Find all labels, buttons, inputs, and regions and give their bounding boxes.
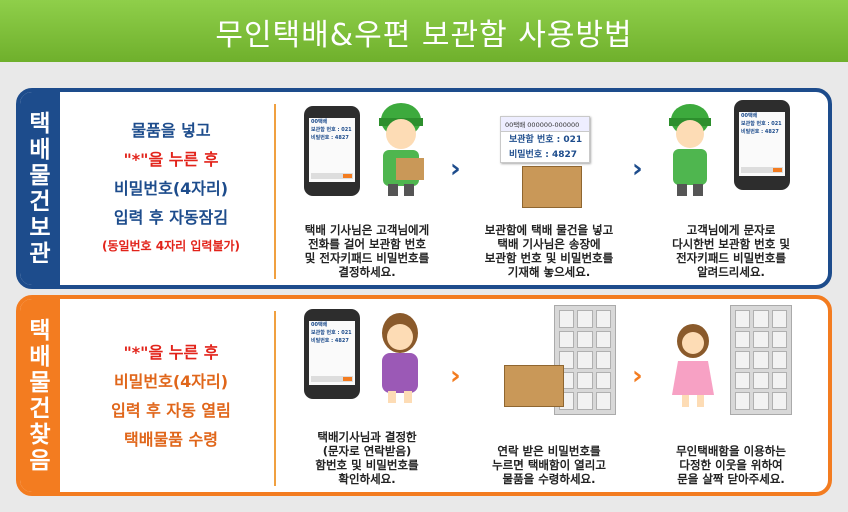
divider bbox=[274, 104, 276, 279]
delivery-man-icon bbox=[669, 104, 711, 196]
instruction-line: 물품을 넣고 bbox=[131, 121, 211, 140]
caption-line: 다정한 이웃을 위하여 bbox=[679, 458, 783, 472]
caption-line: 알려드리세요. bbox=[697, 265, 765, 279]
instruction-line: "*"을 누른 후 bbox=[123, 150, 219, 169]
title-banner: 무인택배&우편 보관함 사용방법 bbox=[0, 0, 848, 62]
phone-screen-text: 비밀번호 : 4827 bbox=[311, 135, 349, 141]
caption-line: 고객님에게 문자로 bbox=[686, 223, 776, 237]
instruction-line: (동일번호 4자리 입력불가) bbox=[101, 239, 241, 253]
side-char: 보 bbox=[29, 214, 51, 241]
caption-line: 기재해 놓으세요. bbox=[507, 265, 591, 279]
store-step-1: 00택배 보관함 번호 : 021 비밀번호 : 4827 택배 기사님은 고객… bbox=[282, 92, 452, 285]
phone-screen-text: 00택배 bbox=[311, 119, 328, 125]
arrow-right-icon: › bbox=[632, 154, 643, 184]
caption-line: 전화를 걸어 보관함 번호 bbox=[308, 237, 426, 251]
store-step-2: 00택배 000000-000000 보관함 번호 : 021 비밀번호 : 4… bbox=[464, 92, 634, 285]
delivery-man-icon bbox=[379, 103, 424, 196]
divider bbox=[274, 311, 276, 486]
girl-icon bbox=[672, 324, 714, 407]
side-char: 물 bbox=[29, 369, 51, 396]
waybill-locker-number: 보관함 번호 : 021 bbox=[509, 135, 583, 145]
phone-screen-text: 보관함 번호 : 021 bbox=[311, 330, 352, 336]
phone-illustration: 00택배 보관함 번호 : 021 비밀번호 : 4827 bbox=[734, 100, 790, 190]
caption-line: 함번호 및 비밀번호를 bbox=[315, 458, 419, 472]
phone-screen-text: 00택배 bbox=[311, 322, 328, 328]
side-char: 관 bbox=[29, 240, 51, 267]
phone-screen-text: 비밀번호 : 4827 bbox=[741, 129, 779, 135]
waybill-note: 00택배 000000-000000 보관함 번호 : 021 비밀번호 : 4… bbox=[500, 116, 590, 163]
side-char: 건 bbox=[29, 395, 51, 422]
side-char: 배 bbox=[29, 343, 51, 370]
caption-line: 다시한번 보관함 번호 및 bbox=[672, 237, 790, 251]
side-char: 음 bbox=[29, 447, 51, 474]
caption-line: 전자키패드 비밀번호를 bbox=[676, 251, 786, 265]
caption-line: 택배 기사님은 고객님에게 bbox=[304, 223, 430, 237]
phone-screen-text: 비밀번호 : 4827 bbox=[311, 338, 349, 344]
phone-screen-text: 보관함 번호 : 021 bbox=[311, 127, 352, 133]
instruction-line: 입력 후 자동잠김 bbox=[113, 208, 229, 227]
arrow-right-icon: › bbox=[450, 154, 461, 184]
caption-line: (문자로 연락받음) bbox=[322, 444, 412, 458]
side-char: 택 bbox=[29, 110, 51, 137]
instruction-line: 입력 후 자동 열림 bbox=[111, 400, 231, 420]
side-char: 물 bbox=[29, 162, 51, 189]
caption-line: 보관함 번호 및 비밀번호를 bbox=[484, 251, 614, 265]
locker-icon bbox=[554, 305, 616, 415]
caption-line: 택배 기사님은 송장에 bbox=[497, 237, 601, 251]
caption-line: 누르면 택배함이 열리고 bbox=[492, 458, 606, 472]
find-step-1: 00택배 보관함 번호 : 021 비밀번호 : 4827 택배기사님과 결정한… bbox=[282, 299, 452, 492]
instruction-line: 비밀번호(4자리) bbox=[113, 179, 229, 198]
side-char: 찾 bbox=[29, 421, 51, 448]
parcel-box-icon bbox=[504, 365, 564, 407]
waybill-header: 00택배 000000-000000 bbox=[501, 117, 589, 132]
caption-line: 연락 받은 비밀번호를 bbox=[497, 444, 601, 458]
arrow-right-icon: › bbox=[632, 361, 643, 391]
instruction-line: "*"을 누른 후 bbox=[123, 342, 219, 362]
parcel-box-icon bbox=[522, 166, 582, 208]
caption-line: 및 전자키패드 비밀번호를 bbox=[304, 251, 430, 265]
phone-screen-text: 보관함 번호 : 021 bbox=[741, 121, 782, 127]
caption-line: 택배기사님과 결정한 bbox=[317, 430, 417, 444]
instruction-line: 택배물품 수령 bbox=[124, 429, 218, 449]
woman-icon bbox=[382, 313, 418, 403]
phone-illustration: 00택배 보관함 번호 : 021 비밀번호 : 4827 bbox=[304, 106, 360, 196]
waybill-password: 비밀번호 : 4827 bbox=[509, 150, 578, 160]
page-title: 무인택배&우편 보관함 사용방법 bbox=[215, 18, 633, 53]
caption-line: 문을 살짝 닫아주세요. bbox=[677, 472, 785, 486]
side-char: 배 bbox=[29, 136, 51, 163]
phone-screen-text: 00택배 bbox=[741, 113, 758, 119]
caption-line: 결정하세요. bbox=[338, 265, 396, 279]
caption-line: 확인하세요. bbox=[338, 472, 396, 486]
arrow-right-icon: › bbox=[450, 361, 461, 391]
instruction-line: 비밀번호(4자리) bbox=[113, 371, 229, 391]
phone-illustration: 00택배 보관함 번호 : 021 비밀번호 : 4827 bbox=[304, 309, 360, 399]
caption-line: 물품을 수령하세요. bbox=[502, 472, 596, 486]
caption-line: 무인택배함을 이용하는 bbox=[676, 444, 786, 458]
caption-line: 보관함에 택배 물건을 넣고 bbox=[484, 223, 614, 237]
locker-icon bbox=[730, 305, 792, 415]
side-char: 택 bbox=[29, 317, 51, 344]
side-char: 건 bbox=[29, 188, 51, 215]
